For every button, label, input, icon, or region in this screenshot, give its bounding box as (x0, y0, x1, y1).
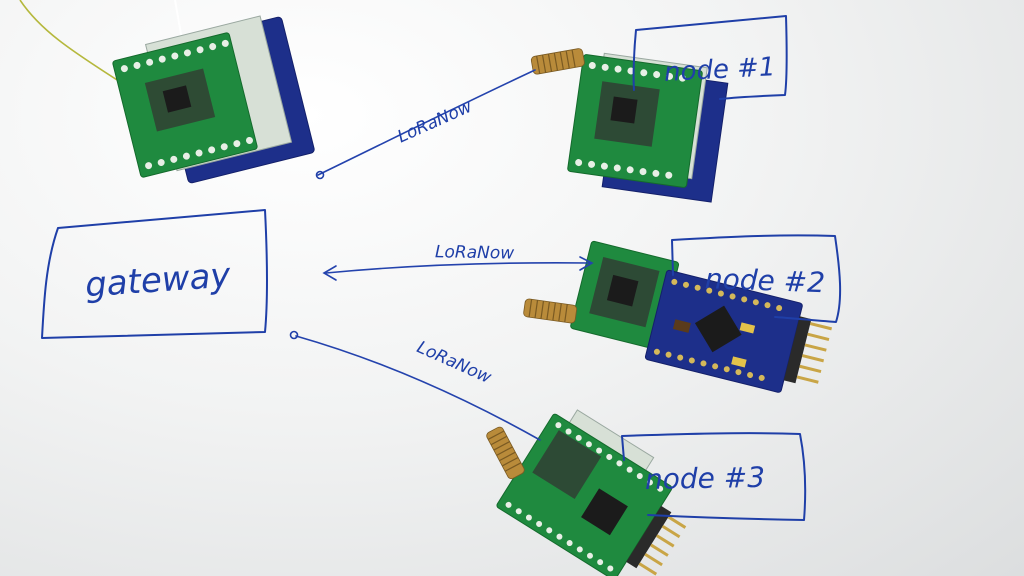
node1-label: node #1 (663, 52, 776, 88)
antenna-coil (523, 298, 578, 324)
gateway-box (41, 209, 268, 339)
node3-label: node #3 (645, 461, 766, 496)
link1-label: LoRaNow (395, 97, 476, 147)
link2-label: LoRaNow (435, 242, 515, 263)
node1-box (632, 15, 788, 100)
gateway-board (19, 0, 315, 184)
link2-arrow (322, 256, 594, 281)
antenna-coil (530, 48, 585, 75)
node3-board (486, 409, 687, 576)
node2-label: node #2 (704, 262, 825, 299)
node1-board (530, 48, 729, 203)
node2-board (523, 240, 833, 393)
link3-label: LoRaNow (414, 337, 495, 387)
gateway-label: gateway (84, 255, 233, 305)
node2-box (671, 234, 842, 323)
node3-box (621, 432, 807, 521)
link1-arrow (315, 69, 536, 180)
antenna-coil (486, 426, 525, 480)
link3-arrow (289, 330, 541, 441)
